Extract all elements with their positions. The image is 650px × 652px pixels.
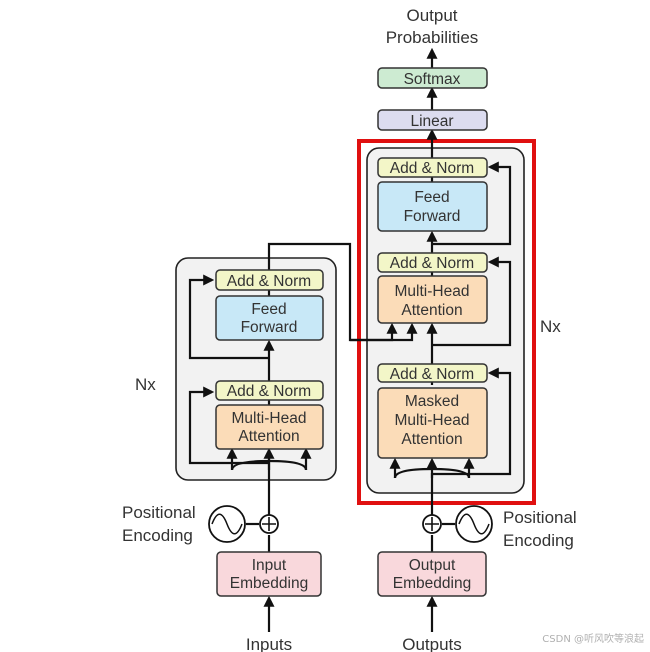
- input-embedding-box: Input Embedding: [216, 551, 322, 597]
- decoder-masked-3-text: Attention: [401, 431, 462, 448]
- encoder-positional-encoding-line1: Positional: [122, 503, 196, 522]
- decoder-add-norm-bottom: Add & Norm: [377, 363, 488, 383]
- outputs-label: Outputs: [402, 635, 462, 652]
- decoder-embedding-1-text: Output: [409, 557, 456, 574]
- decoder-add-norm-mid-text: Add & Norm: [390, 255, 474, 272]
- encoder-add-norm-bottom: Add & Norm: [215, 380, 324, 401]
- encoder-feed-forward-1-text: Feed: [251, 301, 286, 318]
- decoder-positional-encoding-line1: Positional: [503, 508, 577, 527]
- decoder-masked-1-text: Masked: [405, 393, 459, 410]
- encoder-feed-forward-2-text: Forward: [241, 319, 298, 336]
- softmax-box: Softmax: [377, 67, 488, 89]
- decoder-add-norm-top: Add & Norm: [377, 157, 488, 178]
- linear-box: Linear: [377, 109, 488, 131]
- encoder-attention-2-text: Attention: [238, 428, 299, 445]
- decoder-feed-forward: Feed Forward: [377, 181, 488, 232]
- decoder-masked-multi-head-attention: Masked Multi-Head Attention: [377, 387, 488, 459]
- encoder-add-norm-top: Add & Norm: [215, 269, 324, 291]
- decoder-repeat-label: Nx: [540, 317, 561, 336]
- encoder-attention-1-text: Multi-Head: [232, 410, 307, 427]
- encoder-positional-encoding-line2: Encoding: [122, 526, 193, 545]
- decoder-feed-forward-1-text: Feed: [414, 189, 449, 206]
- output-embedding-box: Output Embedding: [377, 551, 487, 597]
- encoder-embedding-2-text: Embedding: [230, 575, 308, 592]
- decoder-add-norm-mid: Add & Norm: [377, 252, 488, 273]
- inputs-label: Inputs: [246, 635, 292, 652]
- decoder-multi-head-attention: Multi-Head Attention: [377, 275, 488, 324]
- softmax-label: Softmax: [404, 71, 461, 88]
- output-probabilities-line2: Probabilities: [386, 28, 479, 47]
- decoder-sine-wave-icon: [455, 505, 493, 543]
- output-probabilities-line1: Output: [406, 6, 457, 25]
- linear-label: Linear: [410, 113, 453, 130]
- connections: [188, 47, 512, 632]
- decoder-feed-forward-2-text: Forward: [404, 208, 461, 225]
- encoder-sine-wave-icon: [208, 505, 246, 543]
- encoder-embedding-1-text: Input: [252, 557, 287, 574]
- decoder-attention-2-text: Attention: [401, 302, 462, 319]
- decoder-add-norm-top-text: Add & Norm: [390, 160, 474, 177]
- decoder-positional-encoding-line2: Encoding: [503, 531, 574, 550]
- watermark: CSDN @听风吹等浪起: [542, 632, 644, 645]
- encoder-feed-forward: Feed Forward: [215, 295, 324, 341]
- decoder-highlight-frame: [357, 139, 536, 505]
- decoder-embedding-2-text: Embedding: [393, 575, 471, 592]
- decoder-add-norm-bottom-text: Add & Norm: [390, 366, 474, 383]
- encoder-repeat-label: Nx: [135, 375, 156, 394]
- decoder-attention-1-text: Multi-Head: [395, 283, 470, 300]
- encoder-multi-head-attention: Multi-Head Attention: [215, 404, 324, 450]
- decoder-masked-2-text: Multi-Head: [395, 412, 470, 429]
- encoder-add-norm-bottom-text: Add & Norm: [227, 383, 311, 400]
- encoder-add-norm-top-text: Add & Norm: [227, 273, 311, 290]
